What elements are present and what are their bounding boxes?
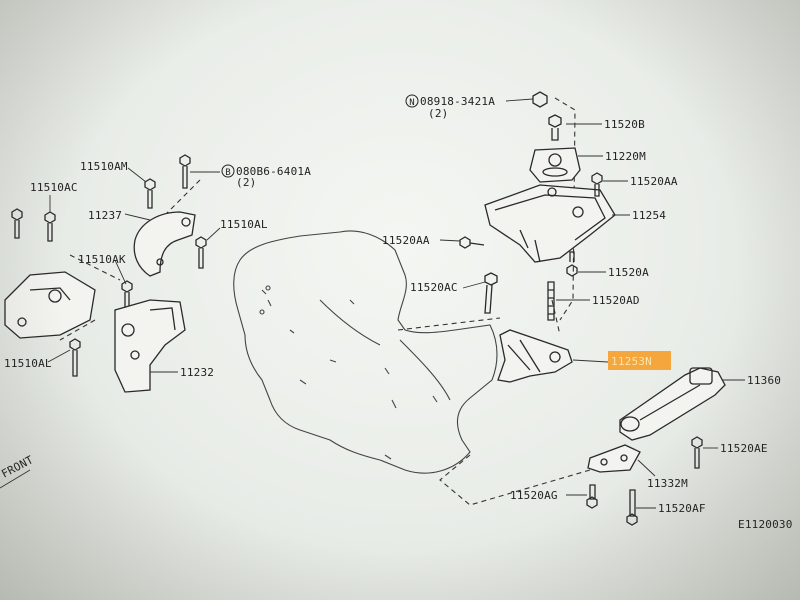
stud-11520ad (547, 281, 555, 321)
label-11520ag: 11520AG (510, 489, 558, 502)
bolt-11520aa-right (591, 172, 603, 197)
bolt-11520a (566, 251, 578, 277)
label-front: FRONT (0, 453, 36, 481)
bolt-11520b (548, 114, 562, 141)
label-11510ac: 11510AC (30, 181, 78, 194)
leader-lines (47, 98, 745, 509)
label-11510am: 11510AM (80, 160, 128, 173)
mount-11220m (529, 147, 581, 183)
bolt-11510am (144, 178, 156, 209)
engine-outline (233, 230, 498, 474)
label-11510al-top: 11510AL (220, 218, 268, 231)
label-11520ae: 11520AE (720, 442, 768, 455)
nut-08918 (532, 91, 548, 108)
bolt-11510al-bottom (69, 338, 81, 377)
label-11360: 11360 (747, 374, 781, 387)
circled-b-symbol: B (221, 164, 235, 178)
bolt-11510ac (44, 211, 56, 242)
bracket-11232 (114, 299, 186, 393)
bolt-11520ac (484, 272, 498, 314)
label-11510al-bottom: 11510AL (4, 357, 52, 370)
highlight-marker (608, 351, 671, 370)
label-11237: 11237 (88, 209, 122, 222)
circled-b-code: B (225, 168, 231, 178)
torque-rod-11360 (619, 367, 726, 441)
label-11520a: 11520A (608, 266, 649, 279)
bolt-left-edge (11, 208, 23, 239)
label-11220m: 11220M (605, 150, 646, 163)
label-11520af: 11520AF (658, 502, 706, 515)
label-11232: 11232 (180, 366, 214, 379)
bolt-11520aa-left (459, 236, 485, 249)
label-reference-code: E1120030 (738, 518, 793, 531)
label-11520ac: 11520AC (410, 281, 458, 294)
circled-n-symbol: N (405, 94, 419, 108)
label-11520aa-left: 11520AA (382, 234, 430, 247)
front-indicator: FRONT (0, 453, 36, 489)
label-11253n: 11253N (611, 355, 652, 368)
bracket-11237 (133, 211, 196, 277)
bolt-11510ak (121, 280, 133, 309)
label-11510ak: 11510AK (78, 253, 126, 266)
bolt-11520af (626, 489, 638, 526)
bolt-11520ag (586, 484, 598, 509)
bolt-11520ae (691, 436, 703, 469)
bolt-080b6 (179, 154, 191, 189)
label-b-qty: (2) (236, 176, 256, 189)
bracket-11254 (484, 184, 616, 263)
bracket-11253n (497, 329, 573, 383)
label-11254: 11254 (632, 209, 666, 222)
assembly-boundary (59, 97, 591, 506)
circled-n-code: N (409, 98, 415, 108)
bracket-11332m (587, 444, 641, 473)
label-080b6-6401a: 080B6-6401A (236, 165, 311, 178)
label-11520ad: 11520AD (592, 294, 640, 307)
label-11520b: 11520B (604, 118, 645, 131)
bolt-11510al-top (195, 236, 207, 269)
label-11520aa-right: 11520AA (630, 175, 678, 188)
label-n-qty: (2) (428, 107, 448, 120)
label-11332m: 11332M (647, 477, 688, 490)
label-08918-3421a: 08918-3421A (420, 95, 495, 108)
mount-left (4, 271, 96, 339)
